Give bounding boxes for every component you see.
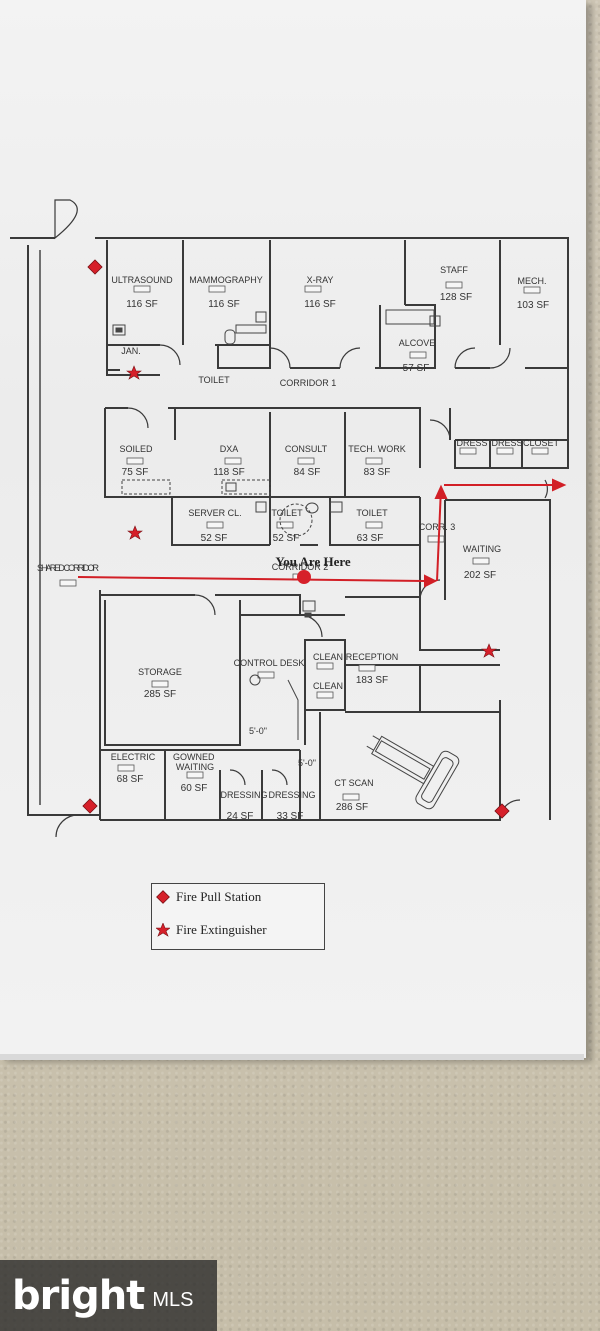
- room-label-clean-1: CLEAN: [313, 652, 343, 662]
- room-label-waiting: WAITING: [463, 544, 501, 554]
- room-label-dress-1: DRESS: [456, 438, 487, 448]
- door-swings: [54, 199, 549, 838]
- route-arrowhead-2: [434, 484, 448, 499]
- room-label-electric: ELECTRIC: [111, 752, 156, 762]
- extinguisher-icon: [481, 643, 497, 658]
- room-area-dressing-2: 33 SF: [277, 811, 304, 822]
- you-are-here-label: You Are Here: [275, 554, 351, 569]
- room-label-staff: STAFF: [440, 265, 468, 275]
- you-are-here-marker: You Are Here: [275, 554, 351, 584]
- room-area-waiting: 202 SF: [464, 570, 496, 581]
- pull-station-icon: [494, 803, 510, 819]
- room-label-storage: STORAGE: [138, 667, 182, 677]
- room-label-toilet-1: TOILET: [198, 375, 230, 385]
- room-area-electric: 68 SF: [117, 774, 144, 785]
- room-area-staff: 128 SF: [440, 292, 472, 303]
- dimension-label-1: 5'-0": [249, 726, 267, 736]
- room-label-shared-corridor: SHARED CORRIDOR: [37, 563, 100, 573]
- room-area-server-cl: 52 SF: [201, 533, 228, 544]
- room-area-reception: 183 SF: [356, 675, 388, 686]
- room-label-control-desk: CONTROL DESK: [234, 658, 305, 668]
- route-segment-corr-3: [436, 487, 442, 582]
- room-label-x-ray: X-RAY: [307, 275, 334, 285]
- room-label-toilet-3: TOILET: [356, 508, 388, 518]
- room-area-dxa: 118 SF: [213, 467, 245, 478]
- room-area-storage: 285 SF: [144, 689, 176, 700]
- room-label-corridor-1: CORRIDOR 1: [280, 378, 337, 388]
- room-label-corr-3: CORR. 3: [419, 522, 456, 532]
- room-area-toilet-2: 52 SF: [273, 533, 300, 544]
- room-label-tech-work: TECH. WORK: [348, 444, 406, 454]
- pull-station-icon: [87, 259, 103, 275]
- watermark-suffix: MLS: [152, 1289, 194, 1311]
- room-area-soiled: 75 SF: [122, 467, 149, 478]
- plan-walls: [10, 237, 569, 821]
- room-area-x-ray: 116 SF: [304, 299, 336, 310]
- route-arrowhead-exit: [552, 478, 567, 492]
- pull-station-icon: [156, 890, 170, 904]
- legend-item-pull-station: Fire Pull Station: [156, 887, 261, 907]
- evacuation-route: [77, 478, 567, 588]
- legend-label-extinguisher: Fire Extinguisher: [176, 922, 267, 937]
- legend-label-pull-station: Fire Pull Station: [176, 889, 262, 904]
- room-label-toilet-2: TOILET: [271, 508, 303, 518]
- legend-item-extinguisher: Fire Extinguisher: [156, 920, 267, 940]
- floor-plan: ULTRASOUND 116 SF MAMMOGRAPHY 116 SF X-R…: [10, 199, 569, 838]
- room-label-reception: RECEPTION: [346, 652, 399, 662]
- sign-board-edge: [0, 1054, 584, 1060]
- room-label-dressing-2: DRESSING: [268, 790, 315, 800]
- room-label-dressing-1: DRESSING: [220, 790, 267, 800]
- route-arrowhead-1: [424, 574, 438, 588]
- fixtures: [112, 309, 460, 810]
- room-label-mammography: MAMMOGRAPHY: [189, 275, 263, 285]
- room-label-closet: CLOSET: [523, 438, 560, 448]
- extinguisher-icon: [156, 923, 170, 937]
- room-area-alcove: 57 SF: [403, 363, 430, 374]
- room-label-alcove: ALCOVE: [399, 338, 436, 348]
- fire-extinguishers: [126, 365, 497, 658]
- ct-scanner-icon: [366, 735, 460, 810]
- room-label-corridor-2: CORRIDOR 2: [272, 562, 329, 572]
- room-area-tech-work: 83 SF: [364, 467, 391, 478]
- room-label-soiled: SOILED: [119, 444, 153, 454]
- room-label-ct-scan: CT SCAN: [334, 778, 373, 788]
- you-are-here-dot: [297, 570, 311, 584]
- dimension-label-2: 5'-0": [298, 758, 316, 768]
- sign-board: [0, 0, 586, 1058]
- room-label-clean-2: CLEAN: [313, 681, 343, 691]
- fire-pull-stations: [82, 259, 510, 819]
- room-label-mech: MECH.: [518, 276, 547, 286]
- map-legend: Fire Pull Station Fire Extinguisher: [151, 883, 325, 950]
- room-area-gowned-waiting: 60 SF: [181, 783, 208, 794]
- room-label-gowned-waiting: GOWNED WAITING: [173, 752, 217, 772]
- room-label-ultrasound: ULTRASOUND: [111, 275, 173, 285]
- gowned-label-line: GOWNED: [173, 752, 215, 762]
- room-label-dxa: DXA: [220, 444, 239, 454]
- pull-station-icon: [82, 798, 98, 814]
- room-label-jan: JAN.: [121, 346, 141, 356]
- room-area-mech: 103 SF: [517, 300, 549, 311]
- extinguisher-icon: [126, 365, 142, 380]
- extinguisher-icon: [127, 525, 143, 540]
- room-area-dressing-1: 24 SF: [227, 811, 254, 822]
- bright-mls-watermark: bright MLS: [0, 1260, 217, 1331]
- room-label-consult: CONSULT: [285, 444, 328, 454]
- route-segment-corridor-2: [77, 576, 426, 582]
- room-area-ultrasound: 116 SF: [126, 299, 158, 310]
- waiting-label-line: WAITING: [176, 762, 214, 772]
- room-labels: ULTRASOUND 116 SF MAMMOGRAPHY 116 SF X-R…: [37, 265, 560, 822]
- room-area-mammography: 116 SF: [208, 299, 240, 310]
- room-area-consult: 84 SF: [294, 467, 321, 478]
- watermark-brand: bright: [12, 1272, 145, 1319]
- room-label-server-cl: SERVER CL.: [188, 508, 241, 518]
- room-area-toilet-3: 63 SF: [357, 533, 384, 544]
- room-label-dress-2: DRESS: [491, 438, 522, 448]
- room-area-ct-scan: 286 SF: [336, 802, 368, 813]
